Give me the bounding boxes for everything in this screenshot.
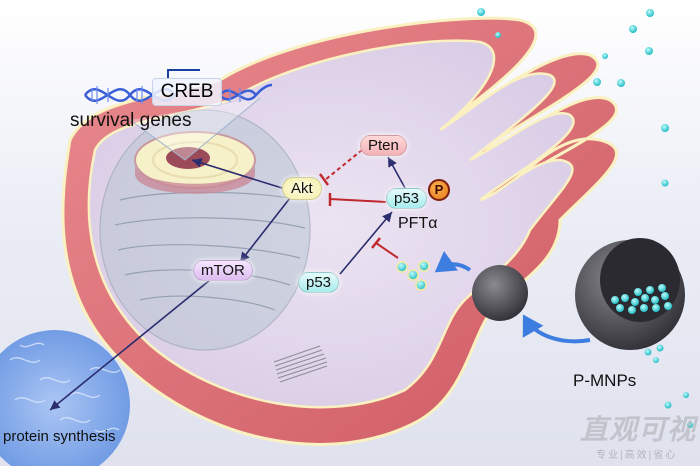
protein-synthesis-label: protein synthesis	[3, 428, 116, 445]
p53-node: p53	[298, 272, 340, 293]
p53-phospho-node: p53	[386, 188, 428, 209]
inhibit-pten-to-akt	[324, 149, 363, 181]
arrow-p53-to-p53p	[339, 211, 393, 275]
arrow-akt-to-nucleus	[191, 158, 283, 189]
nanoparticle	[472, 265, 528, 321]
mtor-node: mTOR	[193, 260, 253, 281]
p-mnps-label: P-MNPs	[573, 371, 637, 390]
promoter-bracket	[167, 69, 200, 78]
watermark-logo: 直观可视	[580, 414, 697, 445]
release-arrow-to-nanoparticle	[522, 314, 591, 344]
inhibit-p53p-to-akt	[329, 198, 387, 203]
arrow-mtor-to-protein	[49, 279, 211, 411]
p-mnp-opening	[600, 238, 680, 322]
survival-genes-label: survival genes	[70, 110, 192, 131]
zoom-callout	[129, 97, 261, 161]
pft-particles	[396, 260, 430, 291]
watermark-subtext: 专业|高效|省心	[596, 450, 678, 461]
floating-particles	[477, 8, 693, 428]
nucleus-ring	[152, 141, 238, 179]
creb-label: CREB	[152, 78, 222, 106]
microtubule	[273, 345, 328, 383]
arrow-p53-to-pten	[387, 156, 406, 189]
release-arrow-to-pft	[434, 250, 472, 273]
pft-alpha-label: PFTα	[398, 215, 438, 232]
arrow-akt-to-mtor	[239, 197, 291, 263]
protein-texture	[9, 342, 121, 433]
p-mnp-cargo	[611, 284, 672, 363]
inhibit-bar-pft	[371, 237, 381, 249]
inhibit-pft-to-p53	[375, 242, 399, 259]
phosphate-badge-icon: P	[428, 179, 450, 201]
pten-node: Pten	[360, 135, 407, 156]
akt-node: Akt	[282, 177, 322, 200]
inhibit-bar-pten	[318, 173, 330, 186]
nucleus-base	[135, 165, 255, 194]
